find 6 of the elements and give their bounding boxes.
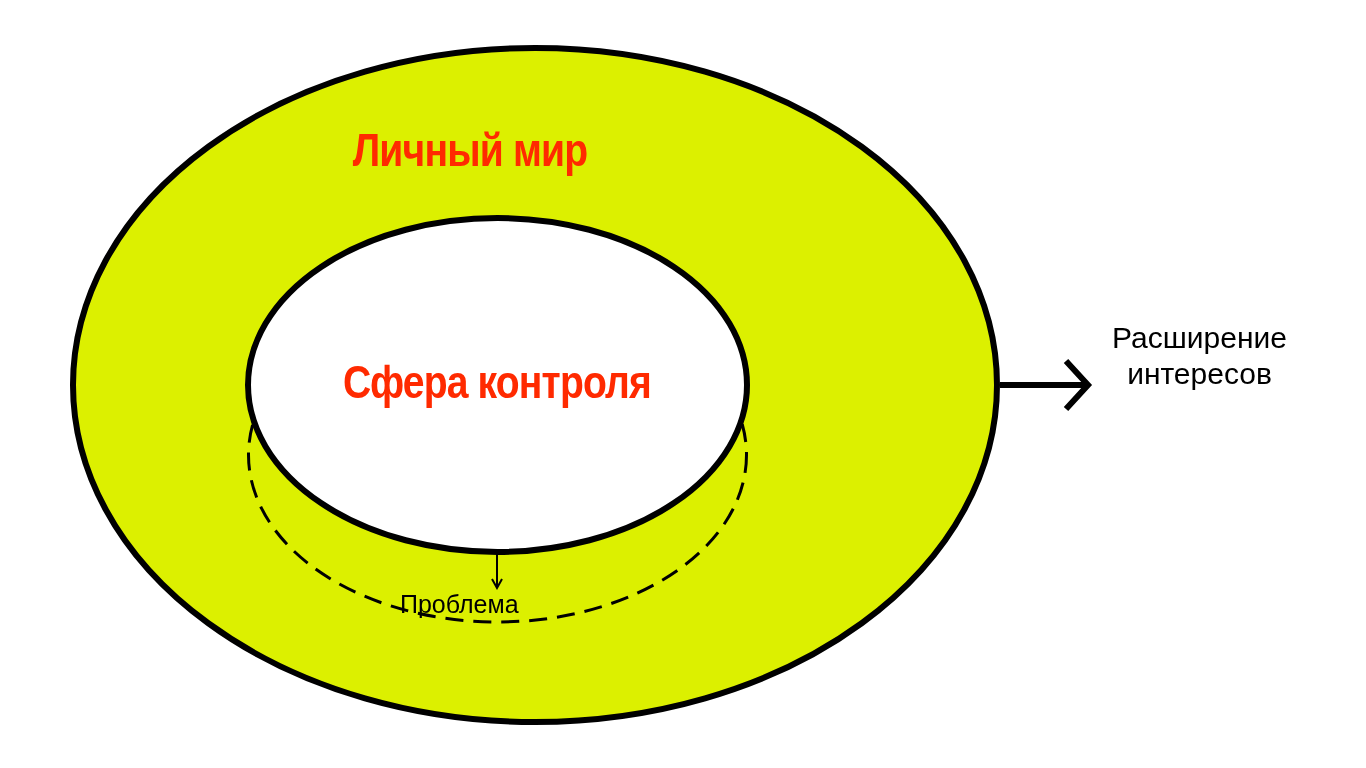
text-label: Расширение интересов [1111, 320, 1288, 392]
arrow [1000, 358, 1091, 412]
heading: Сфера контроля [343, 355, 651, 409]
text-label: Проблема [400, 590, 520, 619]
arrow [491, 552, 503, 589]
heading: Личный мир [352, 123, 588, 177]
